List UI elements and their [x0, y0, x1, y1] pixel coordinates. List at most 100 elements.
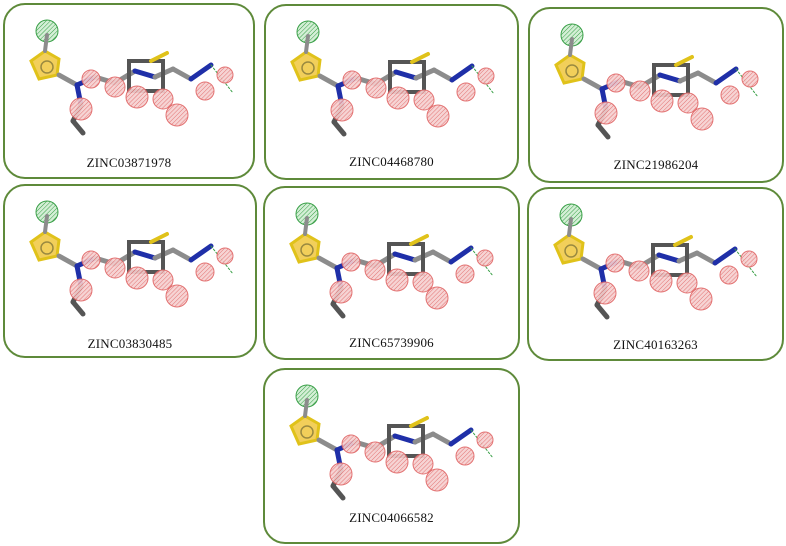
hbond-acceptor-sphere — [412, 271, 434, 293]
hbond-acceptor-sphere — [606, 73, 626, 93]
molecule-structure-2 — [290, 20, 495, 137]
backbone-bond — [132, 249, 158, 261]
backbone-bond — [448, 427, 474, 447]
compound-id-label: ZINC04468780 — [349, 154, 434, 169]
hbond-acceptor-sphere — [152, 88, 174, 110]
sulfur-bond — [409, 416, 429, 428]
backbone-bond — [657, 72, 683, 84]
sulfur-bond — [674, 55, 694, 67]
backbone-bond — [713, 66, 739, 86]
hbond-acceptor-sphere — [341, 434, 361, 454]
backbone-bond — [449, 63, 475, 83]
hbond-acceptor-sphere — [477, 67, 495, 85]
amino-bond — [568, 37, 574, 57]
compound-id-label: ZINC03830485 — [87, 336, 173, 351]
backbone-bond — [188, 62, 214, 82]
backbone-bond — [656, 252, 682, 264]
aromatic-ring-marker — [301, 61, 315, 75]
hbond-acceptor-sphere — [104, 76, 126, 98]
amino-bond — [304, 34, 310, 54]
hbond-acceptor-sphere — [125, 266, 149, 290]
hbond-acceptor-sphere — [425, 286, 449, 310]
compound-id-label: ZINC40163263 — [613, 337, 698, 352]
aromatic-ring-marker — [564, 244, 578, 258]
hbond-acceptor-sphere — [216, 66, 234, 84]
backbone-bond — [580, 256, 604, 272]
molecule-structure-1 — [29, 19, 234, 136]
hbond-acceptor-sphere — [386, 86, 410, 110]
compound-id-label: ZINC04066582 — [349, 510, 434, 525]
backbone-bond — [316, 255, 340, 271]
hbond-acceptor-sphere — [476, 431, 494, 449]
pharmacophore-panel-2: ZINC04468780 — [264, 4, 519, 180]
hbond-acceptor-sphere — [152, 269, 174, 291]
hbond-acceptor-sphere — [329, 462, 353, 486]
hbond-acceptor-sphere — [364, 259, 386, 281]
pharmacophore-panel-7: ZINC04066582 — [263, 368, 520, 544]
backbone-bond — [712, 246, 738, 266]
hbond-acceptor-sphere — [195, 81, 215, 101]
hbond-acceptor-sphere — [455, 264, 475, 284]
hbond-acceptor-sphere — [720, 85, 740, 105]
backbone-bond — [694, 250, 718, 266]
compound-id-label: ZINC65739906 — [349, 335, 434, 350]
thiazole-ring — [553, 233, 585, 265]
hbond-acceptor-sphere — [593, 281, 617, 305]
hbond-acceptor-sphere — [690, 107, 714, 131]
hbond-acceptor-sphere — [676, 272, 698, 294]
amino-bond — [43, 33, 49, 53]
pharmacophore-panel-4: ZINC03830485 — [3, 184, 257, 358]
sulfur-bond — [149, 51, 169, 63]
hbond-acceptor-sphere — [329, 280, 353, 304]
hbond-acceptor-sphere — [677, 92, 699, 114]
hbond-acceptor-sphere — [216, 247, 234, 265]
sulfur-bond — [409, 234, 429, 246]
hbond-acceptor-sphere — [740, 250, 758, 268]
backbone-bond — [188, 243, 214, 263]
backbone-bond — [392, 433, 418, 445]
thiazole-ring — [29, 49, 61, 81]
hbond-acceptor-sphere — [649, 269, 673, 293]
hbond-acceptor-sphere — [125, 85, 149, 109]
oxime-side-chain-bond — [330, 483, 346, 501]
aromatic-ring-marker — [300, 243, 314, 257]
backbone-bond — [448, 245, 474, 265]
compound-id-label: ZINC03871978 — [86, 155, 172, 170]
hbond-acceptor-sphere — [455, 446, 475, 466]
backbone-bond — [317, 73, 341, 89]
molecule-structure-4 — [29, 200, 234, 317]
backbone-bond — [392, 251, 418, 263]
hbond-acceptor-sphere — [741, 70, 759, 88]
hbond-acceptor-sphere — [385, 450, 409, 474]
backbone-bond — [393, 69, 419, 81]
hbond-acceptor-sphere — [81, 69, 101, 89]
amino-bond — [567, 217, 573, 237]
backbone-bond — [56, 253, 80, 269]
hbond-acceptor-sphere — [605, 253, 625, 273]
hbond-acceptor-sphere — [719, 265, 739, 285]
oxime-side-chain-bond — [70, 299, 86, 317]
hbond-acceptor-sphere — [425, 468, 449, 492]
backbone-bond — [430, 431, 454, 447]
aromatic-ring-marker — [40, 60, 54, 74]
backbone-bond — [170, 247, 194, 263]
pharmacophore-panel-5: ZINC65739906 — [263, 186, 520, 360]
aromatic-ring-marker — [40, 241, 54, 255]
hbond-acceptor-sphere — [476, 249, 494, 267]
hbond-acceptor-sphere — [341, 252, 361, 272]
aromatic-ring-marker — [565, 64, 579, 78]
amino-bond — [303, 216, 309, 236]
molecule-structure-6 — [553, 203, 758, 320]
sulfur-bond — [149, 232, 169, 244]
hbond-acceptor-sphere — [413, 89, 435, 111]
aromatic-ring-marker — [300, 425, 314, 439]
hbond-acceptor-sphere — [594, 101, 618, 125]
amino-bond — [303, 398, 309, 418]
thiazole-ring — [554, 53, 586, 85]
backbone-bond — [581, 76, 605, 92]
hbond-acceptor-sphere — [81, 250, 101, 270]
thiazole-ring — [289, 414, 321, 446]
backbone-bond — [170, 66, 194, 82]
oxime-side-chain-bond — [70, 118, 86, 136]
backbone-bond — [431, 67, 455, 83]
